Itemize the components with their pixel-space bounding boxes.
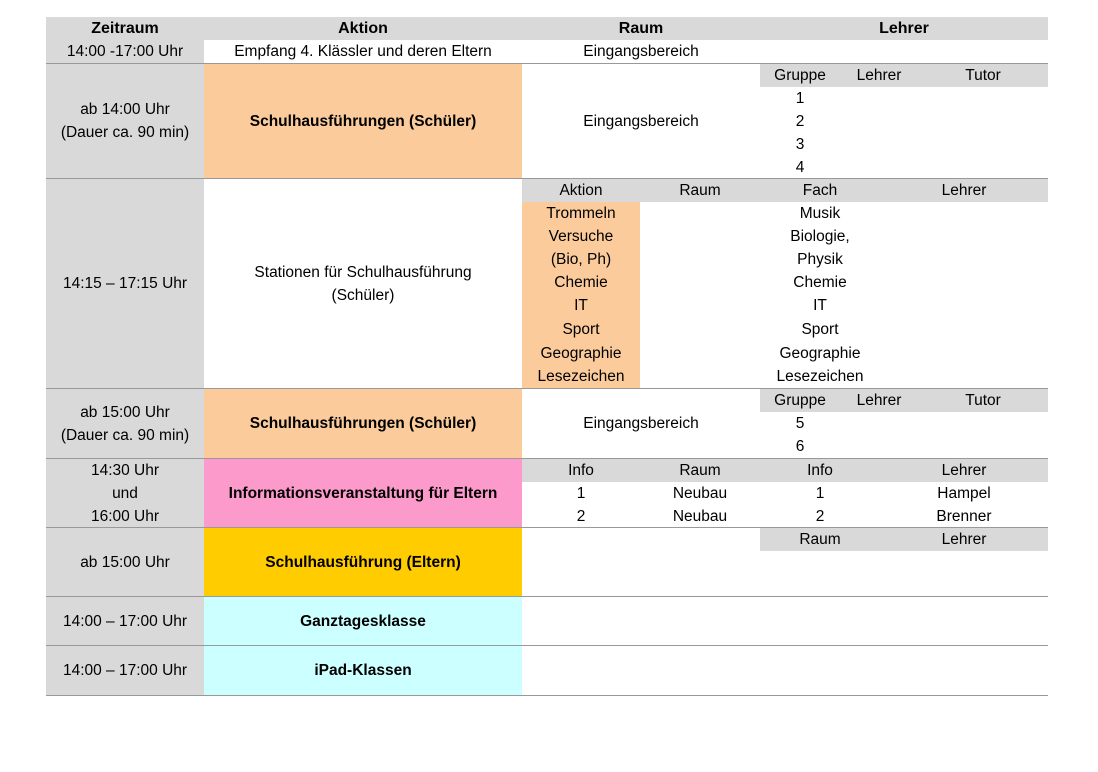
room-cell: Eingangsbereich <box>583 415 699 432</box>
header-raum: Raum <box>618 20 664 37</box>
info-teacher: Brenner <box>936 507 992 525</box>
station-subject: Lesezeichen <box>776 368 864 385</box>
header-aktion: Aktion <box>338 20 388 37</box>
sub-header-lehrer: Lehrer <box>941 462 987 479</box>
group-number: 1 <box>795 90 805 107</box>
row-divider <box>46 178 1048 179</box>
sub-header-row <box>522 459 1048 482</box>
sub-header-tutor: Tutor <box>965 67 1001 84</box>
sub-header-row <box>760 64 1048 87</box>
time-line: ab 14:00 Uhr <box>80 101 170 118</box>
station-subject: IT <box>813 297 827 314</box>
action-cell: Ganztagesklasse <box>204 597 522 646</box>
sub-header-tutor: Tutor <box>965 392 1001 409</box>
row-divider <box>46 63 1048 64</box>
time-cell: ab 15:00 Uhr <box>46 528 204 596</box>
info-teacher: Hampel <box>937 485 991 502</box>
station-name: (Bio, Ph) <box>550 251 612 268</box>
station-subject: Biologie, <box>790 228 850 245</box>
time-cell: 14:30 Uhr und 16:00 Uhr <box>46 459 204 527</box>
action-cell: iPad-Klassen <box>204 646 522 695</box>
info-number: 1 <box>815 485 825 502</box>
action-cell: Schulhausführung (Eltern) <box>204 528 522 596</box>
row-divider <box>46 596 1048 597</box>
header-lehrer: Lehrer <box>879 20 929 37</box>
time-cell: 14:15 – 17:15 Uhr <box>46 179 204 388</box>
station-name: Lesezeichen <box>537 368 625 385</box>
sub-header-raum: Raum <box>679 462 721 479</box>
sub-header-lehrer: Lehrer <box>856 67 902 84</box>
room-cell: Eingangsbereich <box>583 43 699 60</box>
sub-header-row <box>760 389 1048 412</box>
row-divider <box>46 645 1048 646</box>
time-cell: ab 14:00 Uhr (Dauer ca. 90 min) <box>46 64 204 178</box>
time-line: und <box>112 484 138 502</box>
time-cell: 14:00 – 17:00 Uhr <box>46 597 204 646</box>
time-cell-bg <box>46 40 204 63</box>
header-zeitraum: Zeitraum <box>91 20 159 37</box>
sub-header-lehrer: Lehrer <box>941 531 987 548</box>
sub-header-raum: Raum <box>679 182 721 199</box>
sub-header-info: Info <box>807 462 833 479</box>
sub-header-row <box>760 528 1048 551</box>
station-name: Trommeln <box>546 205 616 222</box>
action-line: Stationen für Schulhausführung <box>254 263 472 281</box>
group-number: 3 <box>795 136 805 153</box>
info-number: 1 <box>576 485 586 502</box>
info-number: 2 <box>815 507 825 525</box>
time-line: 16:00 Uhr <box>90 507 160 525</box>
sub-header-gruppe: Gruppe <box>774 67 826 84</box>
sub-header-raum: Raum <box>799 531 841 548</box>
row-divider <box>46 458 1048 459</box>
station-subject: Musik <box>799 205 841 222</box>
time-cell: ab 15:00 Uhr (Dauer ca. 90 min) <box>46 389 204 458</box>
sub-header-lehrer: Lehrer <box>941 182 987 199</box>
action-cell: Informationsveranstaltung für Eltern <box>204 459 522 527</box>
time-line: 14:30 Uhr <box>90 461 160 479</box>
action-line: (Schüler) <box>331 286 395 304</box>
row-divider <box>46 388 1048 389</box>
station-subject: Chemie <box>793 274 847 291</box>
station-subject: Sport <box>801 320 839 338</box>
info-room: Neubau <box>672 485 728 502</box>
station-name: IT <box>574 297 588 314</box>
sub-header-lehrer: Lehrer <box>856 392 902 409</box>
action-cell: Empfang 4. Klässler und deren Eltern <box>234 43 492 60</box>
sub-header-aktion: Aktion <box>559 182 603 199</box>
time-cell: 14:00 -17:00 Uhr <box>66 43 184 60</box>
info-room: Neubau <box>672 507 728 525</box>
station-name: Sport <box>562 320 600 338</box>
station-name: Geographie <box>540 344 622 362</box>
row-divider <box>46 527 1048 528</box>
station-name: Chemie <box>554 274 608 291</box>
info-number: 2 <box>576 507 586 525</box>
group-number: 2 <box>795 113 805 130</box>
stations-column-bg <box>522 202 640 388</box>
action-cell: Schulhausführungen (Schüler) <box>204 64 522 178</box>
group-number: 6 <box>795 438 805 455</box>
group-number: 5 <box>795 415 805 432</box>
action-cell: Stationen für Schulhausführung (Schüler) <box>204 179 522 388</box>
room-cell: Eingangsbereich <box>583 112 699 130</box>
sub-header-info: Info <box>568 462 594 479</box>
row-divider <box>46 695 1048 696</box>
sub-header-gruppe: Gruppe <box>774 392 826 409</box>
header-row <box>46 17 1048 40</box>
sub-header-fach: Fach <box>802 182 838 199</box>
time-line: (Dauer ca. 90 min) <box>60 124 190 141</box>
sub-header-row <box>522 179 1048 202</box>
station-subject: Geographie <box>779 344 861 362</box>
action-cell: Schulhausführungen (Schüler) <box>204 389 522 458</box>
station-subject: Physik <box>797 251 843 268</box>
time-line: (Dauer ca. 90 min) <box>60 426 190 444</box>
station-name: Versuche <box>548 228 614 245</box>
time-line: ab 15:00 Uhr <box>80 403 170 421</box>
group-number: 4 <box>795 158 805 176</box>
time-cell: 14:00 – 17:00 Uhr <box>46 646 204 695</box>
